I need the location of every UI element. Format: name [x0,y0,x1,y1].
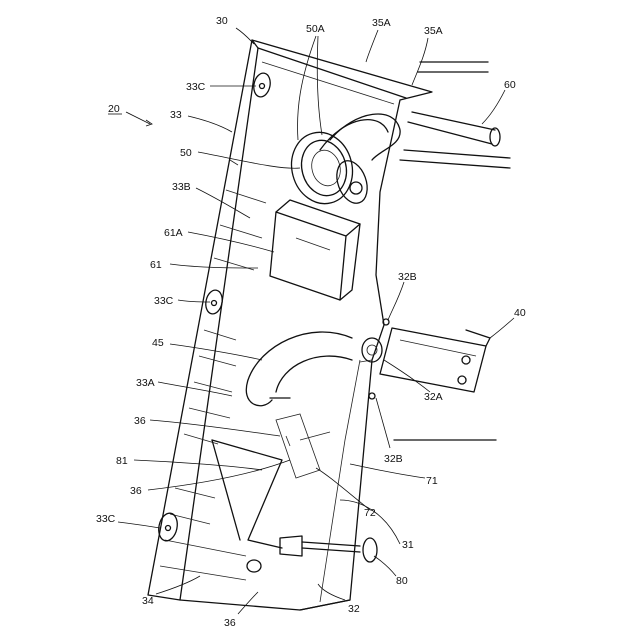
label-31: 31 [402,539,414,551]
label-32A: 32A [424,391,443,403]
label-80: 80 [396,575,408,587]
label-35A-lower: 35A [424,25,443,37]
label-40: 40 [514,307,526,319]
knob-80 [247,536,377,572]
block-61 [270,200,360,300]
label-61A: 61A [164,227,183,239]
housing-body [148,40,432,610]
boss-33C [156,72,272,543]
label-50A: 50A [306,23,325,35]
label-50: 50 [180,147,192,159]
label-36-middle: 36 [130,485,142,497]
label-33C-bottom: 33C [96,513,116,525]
cables-60 [394,62,510,440]
label-35A-upper: 35A [372,17,391,29]
label-33C-middle: 33C [154,295,174,307]
label-33B: 33B [172,181,191,193]
label-36-bottom: 36 [224,617,236,629]
label-33A: 33A [136,377,155,389]
label-81: 81 [116,455,128,467]
wire-guide-81 [212,414,330,548]
label-32B-lower: 32B [384,453,403,465]
connector-40 [362,319,490,399]
label-30: 30 [216,15,228,27]
label-72: 72 [364,507,376,519]
label-60: 60 [504,79,516,91]
label-45: 45 [152,337,164,349]
motor-50 [284,114,400,211]
label-34: 34 [142,595,154,607]
label-61: 61 [150,259,162,271]
label-assembly-20: 20 [108,103,120,115]
label-33C-top: 33C [186,81,206,93]
label-71: 71 [426,475,438,487]
label-36-upper: 36 [134,415,146,427]
hose-45 [246,332,352,406]
label-32B-upper: 32B [398,271,417,283]
label-32: 32 [348,603,360,615]
label-33: 33 [170,109,182,121]
